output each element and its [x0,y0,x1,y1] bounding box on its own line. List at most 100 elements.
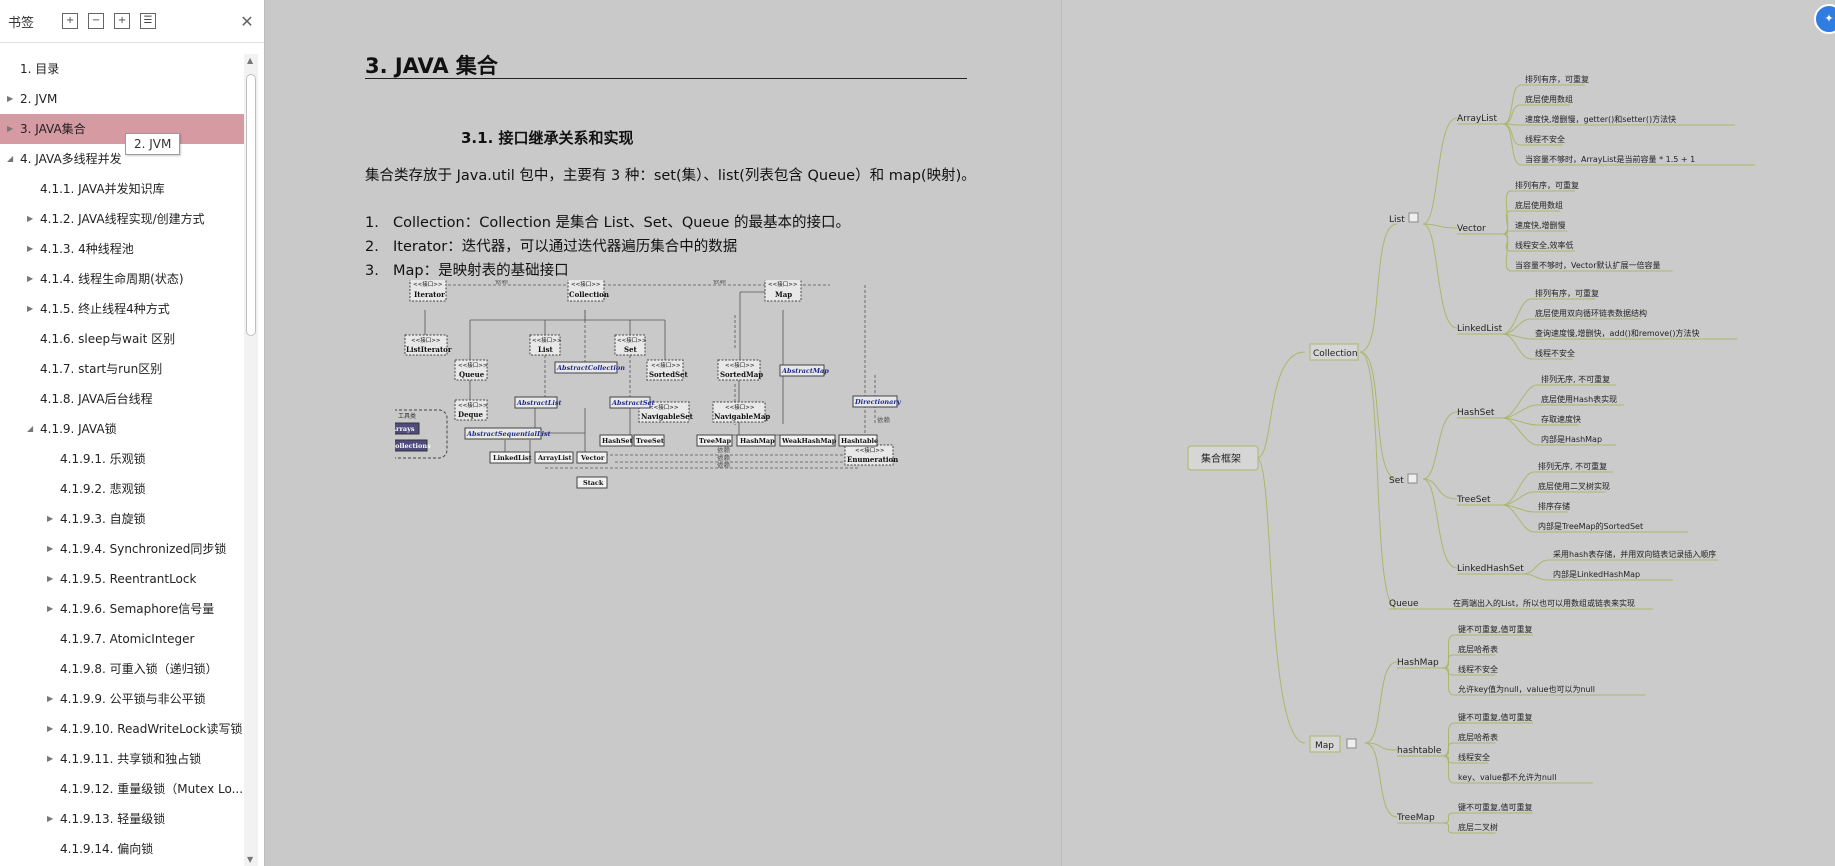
uml-iface-sortedset: <<接口>>SortedSet [646,359,689,381]
bookmark-options-icon[interactable]: ☰ [140,13,157,29]
expand-arrow-icon[interactable]: ▶ [47,514,54,523]
mindmap-leaf: 当容量不够时，Vector默认扩展一倍容量 [1515,260,1661,270]
expand-arrow-icon[interactable]: ▶ [47,754,54,763]
collapse-arrow-icon[interactable]: ◢ [7,154,14,163]
mindmap-leaf: 排列无序, 不可重复 [1538,461,1607,471]
mindmap-leaf: 当容量不够时，ArrayList是当前容量 * 1.5 + 1 [1525,154,1695,164]
bookmark-item-label: 4. JAVA多线程并发 [20,152,122,166]
bookmark-item[interactable]: 4.1.8. JAVA后台线程 [0,384,244,414]
bookmark-item[interactable]: 4.1.7. start与run区别 [0,354,244,384]
bookmark-item[interactable]: ▶4.1.9.5. ReentrantLock [0,564,244,594]
scroll-up-icon[interactable]: ▲ [247,56,254,65]
mindmap-leaf: 线程安全,效率低 [1515,240,1574,250]
expand-arrow-icon[interactable]: ▶ [7,124,14,133]
uml-iface-deque: <<接口>>Deque [454,399,488,421]
mindmap-leaf: 排序存储 [1538,501,1570,511]
svg-text:AbstractMap: AbstractMap [781,367,829,375]
assistant-badge-icon[interactable]: ✦ [1814,4,1835,34]
bookmark-item[interactable]: ◢ 4. JAVA多线程并发 [0,144,244,174]
bookmark-item[interactable]: ▶ 4.1.2. JAVA线程实现/创建方式 [0,204,244,234]
svg-text:NavigableSet: NavigableSet [641,412,694,421]
bookmark-item[interactable]: ▶ 4.1.9.13. 轻量级锁 [0,804,244,834]
bookmark-item[interactable]: 4.1.6. sleep与wait 区别 [0,324,244,354]
expand-arrow-icon[interactable]: ▶ [27,214,34,223]
expand-arrow-icon[interactable]: ▶ [47,694,54,703]
mindmap-leaf: 速度快,增删慢 [1515,220,1566,230]
uml-iface-list: <<接口>>List [529,334,562,356]
expand-arrow-icon[interactable]: ▶ [27,244,34,253]
bookmark-item[interactable]: ▶4.1.5. 终止线程4种方式 [0,294,244,324]
bookmark-item-label: 4.1.2. JAVA线程实现/创建方式 [40,212,205,226]
expand-arrow-icon[interactable]: ▶ [7,94,14,103]
bookmark-item[interactable]: ▶4.1.3. 4种线程池 [0,234,244,264]
bookmark-item[interactable]: ▶4.1.9.11. 共享锁和独占锁 [0,744,244,774]
tooltip: 2. JVM [125,133,181,155]
mindmap-leaf: 采用hash表存储，并用双向链表记录插入顺序 [1553,549,1716,559]
collection-mindmap: 集合框架 Collection Map List Set Queue 在两端出入… [1187,74,1755,834]
mindmap-node-collection: Collection [1309,343,1359,361]
svg-text:TreeMap: TreeMap [1396,813,1435,823]
collapse-arrow-icon[interactable]: ◢ [27,424,34,433]
svg-text:<<接口>>: <<接口>> [458,361,488,369]
svg-text:WeakHashMap: WeakHashMap [781,437,837,445]
uml-tool-arrays: Arrays [395,425,415,433]
expand-all-icon[interactable]: + [62,13,79,29]
bookmark-item-label: 4.1.9.13. 轻量级锁 [60,812,166,826]
bookmark-item[interactable]: 4.1.9.7. AtomicInteger [0,624,244,654]
bookmark-item[interactable]: 4.1.9.1. 乐观锁 [0,444,244,474]
expand-arrow-icon[interactable]: ▶ [47,604,54,613]
bookmark-scrollbar[interactable]: ▲ ▼ [244,54,258,866]
bookmark-item[interactable]: 4.1.9.14. 偏向锁 [0,834,244,864]
bookmark-item[interactable]: ▶4.1.9.4. Synchronized同步锁 [0,534,244,564]
bookmark-item[interactable]: ◢4.1.9. JAVA锁 [0,414,244,444]
scroll-down-icon[interactable]: ▼ [247,855,254,864]
uml-iface-set: <<接口>>Set [614,334,647,356]
expand-arrow-icon[interactable]: ▶ [47,574,54,583]
bookmark-item[interactable]: ▶4.1.9.9. 公平锁与非公平锁 [0,684,244,714]
collapse-all-icon[interactable]: − [88,13,105,29]
expand-arrow-icon[interactable]: ▶ [47,814,54,823]
mindmap-node-map: Map [1309,735,1357,753]
svg-text:<<接口>>: <<接口>> [413,280,443,288]
bookmark-item[interactable]: 4.1.1. JAVA并发知识库 [0,174,244,204]
uml-class-linkedlist: LinkedList [489,451,532,464]
bookmark-item[interactable]: ▶2. JVM [0,84,244,114]
expand-arrow-icon[interactable]: ▶ [47,724,54,733]
bookmark-item-label: 4.1.4. 线程生命周期(状态) [40,272,184,286]
bookmark-item-label: 4.1.9.6. Semaphore信号量 [60,602,215,616]
svg-text:Vector: Vector [1457,224,1486,234]
bookmark-item[interactable]: ▶ 4.1.9.3. 自旋锁 [0,504,244,534]
uml-iface-enumeration: <<接口>>Enumeration [844,444,898,466]
bookmark-item-label: 4.1.9.7. AtomicInteger [60,632,195,646]
bookmark-item[interactable]: 4.1.9.12. 重量级锁（Mutex Lo... [0,774,244,804]
uml-dep-label: 依赖 [713,280,727,285]
svg-text:在两端出入的List，所以也可以用数组或链表来实现: 在两端出入的List，所以也可以用数组或链表来实现 [1453,598,1635,608]
expand-arrow-icon[interactable]: ▶ [27,304,34,313]
svg-text:<<接口>>: <<接口>> [571,280,601,288]
bookmark-item[interactable]: 4.1.9.2. 悲观锁 [0,474,244,504]
page-title: 3. JAVA 集合 [365,54,498,78]
bookmark-item-label: 4.1.9.3. 自旋锁 [60,512,146,526]
mindmap-node-linkedhashset: LinkedHashSet [1457,564,1524,574]
svg-text:工具类: 工具类 [398,412,416,420]
scrollbar-thumb[interactable] [246,74,256,336]
svg-text:Collection: Collection [1313,349,1358,359]
svg-text:TreeMap: TreeMap [699,437,731,445]
bookmark-item[interactable]: ▶3. JAVA集合 [0,114,244,144]
bookmark-item[interactable]: 1. 目录 [0,54,244,84]
mindmap-node-list: List [1389,212,1419,225]
bookmark-item[interactable]: ▶ 4.1.9.6. Semaphore信号量 [0,594,244,624]
uml-dep-label: 依赖 [717,460,731,469]
uml-abstract-map: AbstractMap [779,364,829,377]
bookmark-item[interactable]: ▶ 4.1.4. 线程生命周期(状态) [0,264,244,294]
bookmark-item[interactable]: ▶4.1.9.10. ReadWriteLock读写锁 [0,714,244,744]
note-icon [1346,738,1357,749]
bookmark-item[interactable]: 4.1.9.8. 可重入锁（递归锁） [0,654,244,684]
bookmark-item-label: 1. 目录 [20,62,60,76]
expand-arrow-icon[interactable]: ▶ [47,544,54,553]
close-icon[interactable]: ✕ [240,11,254,31]
mindmap-node-hashset: HashSet [1457,408,1495,418]
expand-arrow-icon[interactable]: ▶ [27,274,34,283]
mindmap-leaf: key、value都不允许为null [1458,772,1556,782]
add-bookmark-icon[interactable]: + [114,13,131,29]
